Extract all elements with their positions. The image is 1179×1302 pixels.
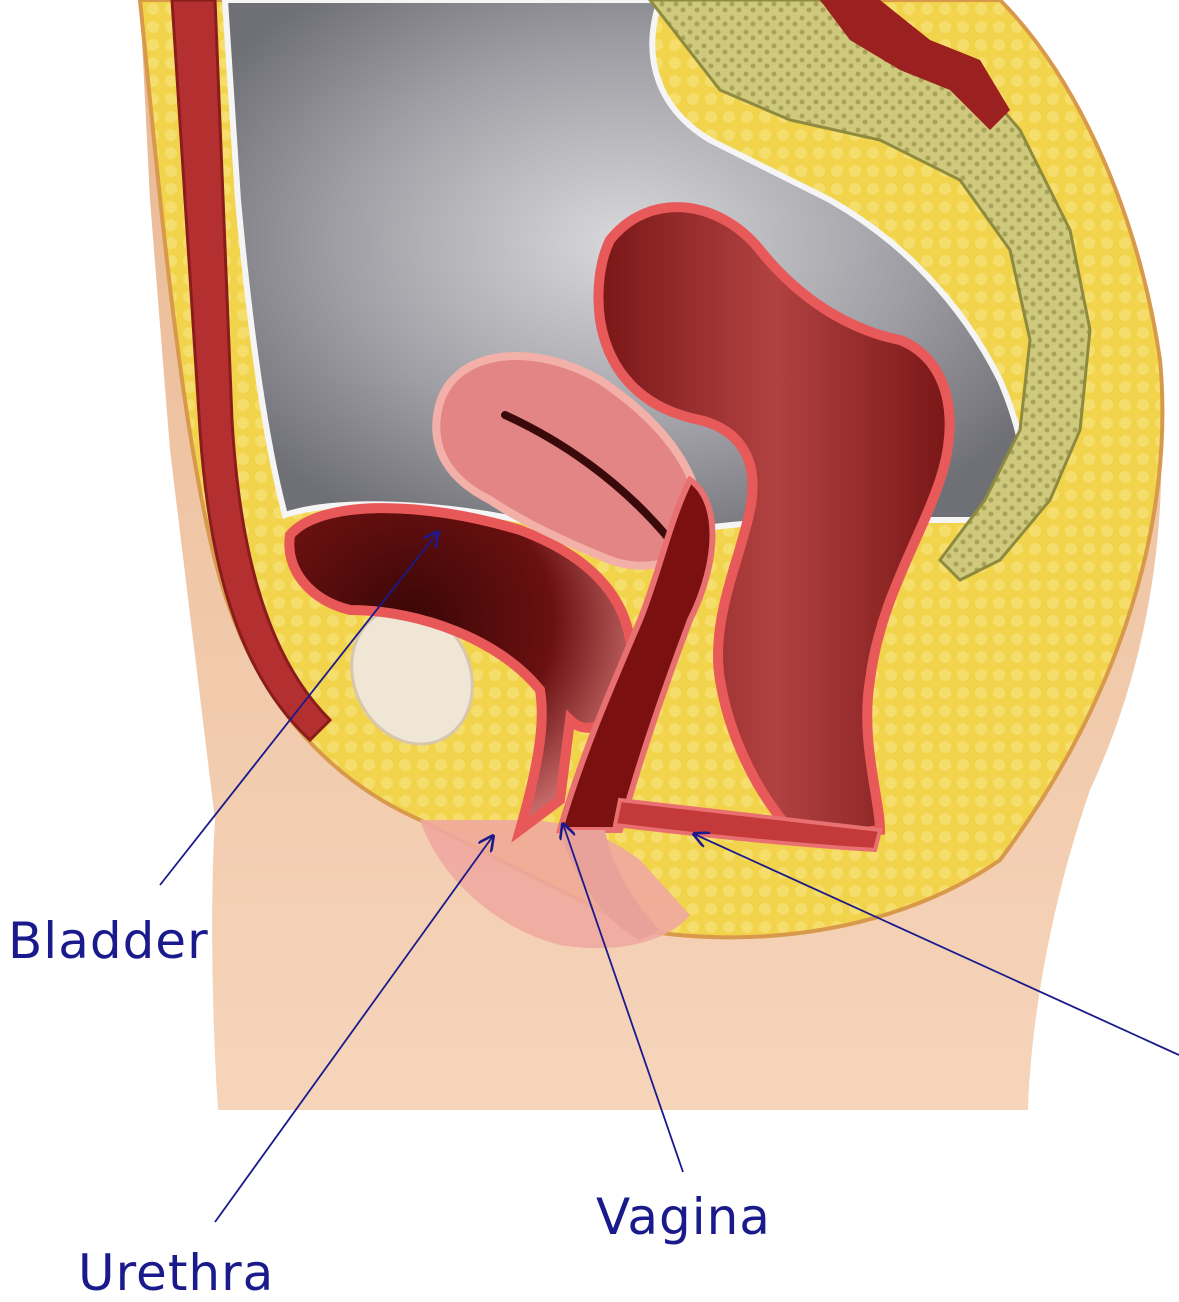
vagina-label: Vagina [596,1192,771,1242]
urethra-label: Urethra [78,1248,274,1298]
bladder-label: Bladder [8,916,209,966]
